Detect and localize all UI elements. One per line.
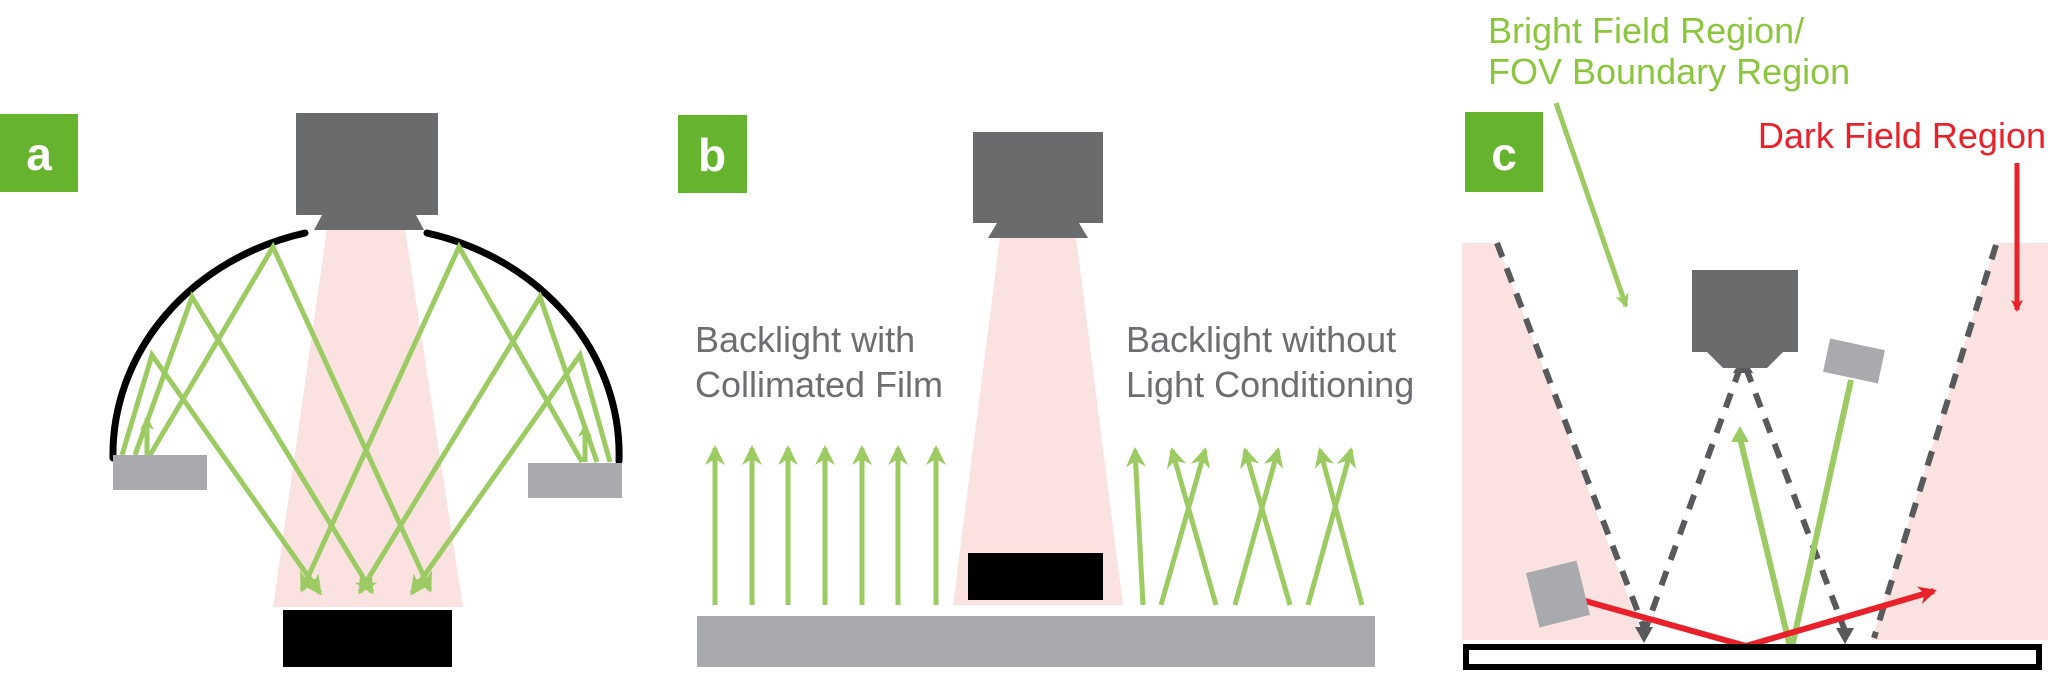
- light-ray-icon: [299, 241, 585, 593]
- fov-arrowhead-down-icon: [1635, 627, 1653, 643]
- panel-letter-a: a: [26, 128, 52, 180]
- light-ray-icon: [357, 291, 600, 595]
- light-ray-icon: [119, 349, 323, 596]
- camera-lens-mount-icon: [1707, 352, 1783, 368]
- fov-dashed-line-icon: [1871, 244, 1999, 639]
- camera-icon: [296, 113, 438, 215]
- light-ray-icon: [409, 349, 613, 596]
- dark-field-region-left-icon: [1462, 243, 1644, 640]
- light-ray-icon: [1314, 447, 1365, 606]
- panel-c: Bright Field Region/ FOV Boundary Region…: [1462, 10, 2048, 670]
- dome-light-rays: [119, 241, 613, 596]
- dome-arc-left-icon: [109, 229, 309, 462]
- bright-field-ray-icon: [1789, 379, 1854, 648]
- bright-field-ray-arrowhead-icon: [1731, 426, 1749, 442]
- camera-lens-mount-icon: [314, 215, 424, 230]
- caption-backlight-without-line1: Backlight without: [1126, 319, 1396, 360]
- fov-arrowhead-down-icon: [1836, 628, 1854, 644]
- camera-icon: [973, 132, 1103, 223]
- light-ray-icon: [1125, 447, 1146, 606]
- camera-lens-mount-icon: [988, 223, 1088, 238]
- dark-field-heading: Dark Field Region: [1758, 115, 2046, 156]
- camera-icon: [1692, 270, 1798, 352]
- panel-b: Backlight with Collimated Film Backlight…: [678, 115, 1414, 667]
- dome-arc-right-icon: [423, 229, 623, 465]
- fov-dashed-line-icon: [1494, 241, 1647, 630]
- tilted-light-source-icon: [1823, 338, 1885, 384]
- bright-field-heading-line2: FOV Boundary Region: [1488, 51, 1850, 92]
- side-light-left-icon: [113, 455, 207, 490]
- panel-label-box-b: [678, 115, 747, 193]
- light-ray-icon: [1167, 447, 1219, 606]
- light-ray-icon: [1232, 447, 1284, 606]
- fov-boundary-lines: [1494, 241, 1999, 639]
- light-ray-icon: [1240, 447, 1293, 606]
- panel-letter-c: c: [1491, 128, 1517, 180]
- caption-backlight-with-line1: Backlight with: [695, 319, 915, 360]
- sample-object-icon: [968, 553, 1103, 600]
- sample-object-icon: [283, 610, 452, 667]
- light-ray-icon: [132, 291, 375, 595]
- diffuse-light-rays: [1125, 447, 1365, 606]
- panel-label-box-a: [0, 114, 78, 192]
- fov-dashed-line-icon: [1643, 366, 1743, 630]
- tilted-light-source-icon: [1525, 560, 1591, 628]
- bright-field-heading-line1: Bright Field Region/: [1488, 10, 1804, 51]
- side-light-right-icon: [528, 463, 622, 498]
- illumination-cone-icon: [273, 229, 463, 607]
- light-ray-icon: [1158, 447, 1210, 606]
- panel-a: a: [0, 113, 623, 667]
- substrate-bar-icon: [1463, 644, 2042, 670]
- collimated-light-rays: [705, 445, 946, 605]
- bright-field-leader-line-icon: [1553, 102, 1629, 308]
- backlight-bar-icon: [697, 616, 1375, 667]
- illumination-cone-icon: [953, 237, 1123, 605]
- panel-label-box-c: [1465, 112, 1543, 192]
- caption-backlight-without-line2: Light Conditioning: [1126, 364, 1414, 405]
- caption-backlight-with-line2: Collimated Film: [695, 364, 943, 405]
- bright-field-ray-icon: [1737, 437, 1793, 648]
- light-ray-icon: [1305, 447, 1357, 606]
- dark-field-region-right-icon: [1872, 243, 2048, 640]
- fov-dashed-line-icon: [1743, 366, 1848, 633]
- panel-letter-b: b: [698, 129, 726, 181]
- light-ray-icon: [147, 241, 433, 593]
